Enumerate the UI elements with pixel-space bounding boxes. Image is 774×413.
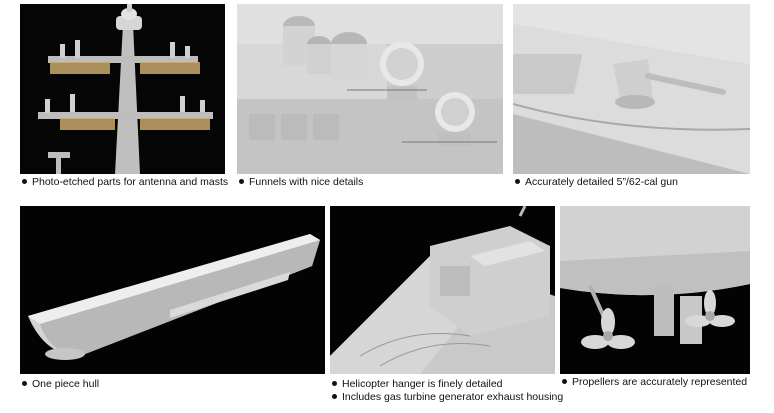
- funnels-caption-text: Funnels with nice details: [249, 176, 364, 188]
- bullet-icon: [332, 393, 337, 399]
- hangar-model-image: [330, 206, 555, 374]
- bullet-icon: [332, 380, 337, 386]
- hull-photo: [20, 206, 325, 374]
- hull-model-image: [20, 206, 325, 374]
- bullet-icon: [239, 178, 244, 184]
- propellers-photo: [560, 206, 750, 374]
- hangar-caption-1-text: Helicopter hanger is finely detailed: [342, 378, 503, 390]
- gun-photo: [513, 4, 750, 174]
- hangar-caption-2-text: Includes gas turbine generator exhaust h…: [342, 391, 564, 403]
- propellers-caption: Propellers are accurately represented: [562, 376, 747, 388]
- gun-caption: Accurately detailed 5”/62-cal gun: [515, 176, 678, 188]
- hangar-photo: [330, 206, 555, 374]
- mast-photo: [20, 4, 225, 174]
- propellers-model-image: [560, 206, 750, 374]
- gun-caption-text: Accurately detailed 5”/62-cal gun: [525, 176, 678, 188]
- funnels-caption: Funnels with nice details: [239, 176, 363, 188]
- propellers-caption-text: Propellers are accurately represented: [572, 376, 748, 388]
- funnels-photo: [237, 4, 503, 174]
- funnels-model-image: [237, 4, 503, 174]
- bullet-icon: [22, 178, 27, 184]
- hangar-caption-2: Includes gas turbine generator exhaust h…: [332, 391, 563, 403]
- bullet-icon: [22, 380, 27, 386]
- bullet-icon: [515, 178, 520, 184]
- mast-caption: Photo-etched parts for antenna and masts: [22, 176, 228, 188]
- hull-caption: One piece hull: [22, 378, 99, 390]
- hangar-caption-1: Helicopter hanger is finely detailed: [332, 378, 503, 390]
- hull-caption-text: One piece hull: [32, 378, 100, 390]
- mast-model-image: [20, 4, 225, 174]
- mast-caption-text: Photo-etched parts for antenna and masts: [32, 176, 229, 188]
- gun-model-image: [513, 4, 750, 174]
- bullet-icon: [562, 378, 567, 384]
